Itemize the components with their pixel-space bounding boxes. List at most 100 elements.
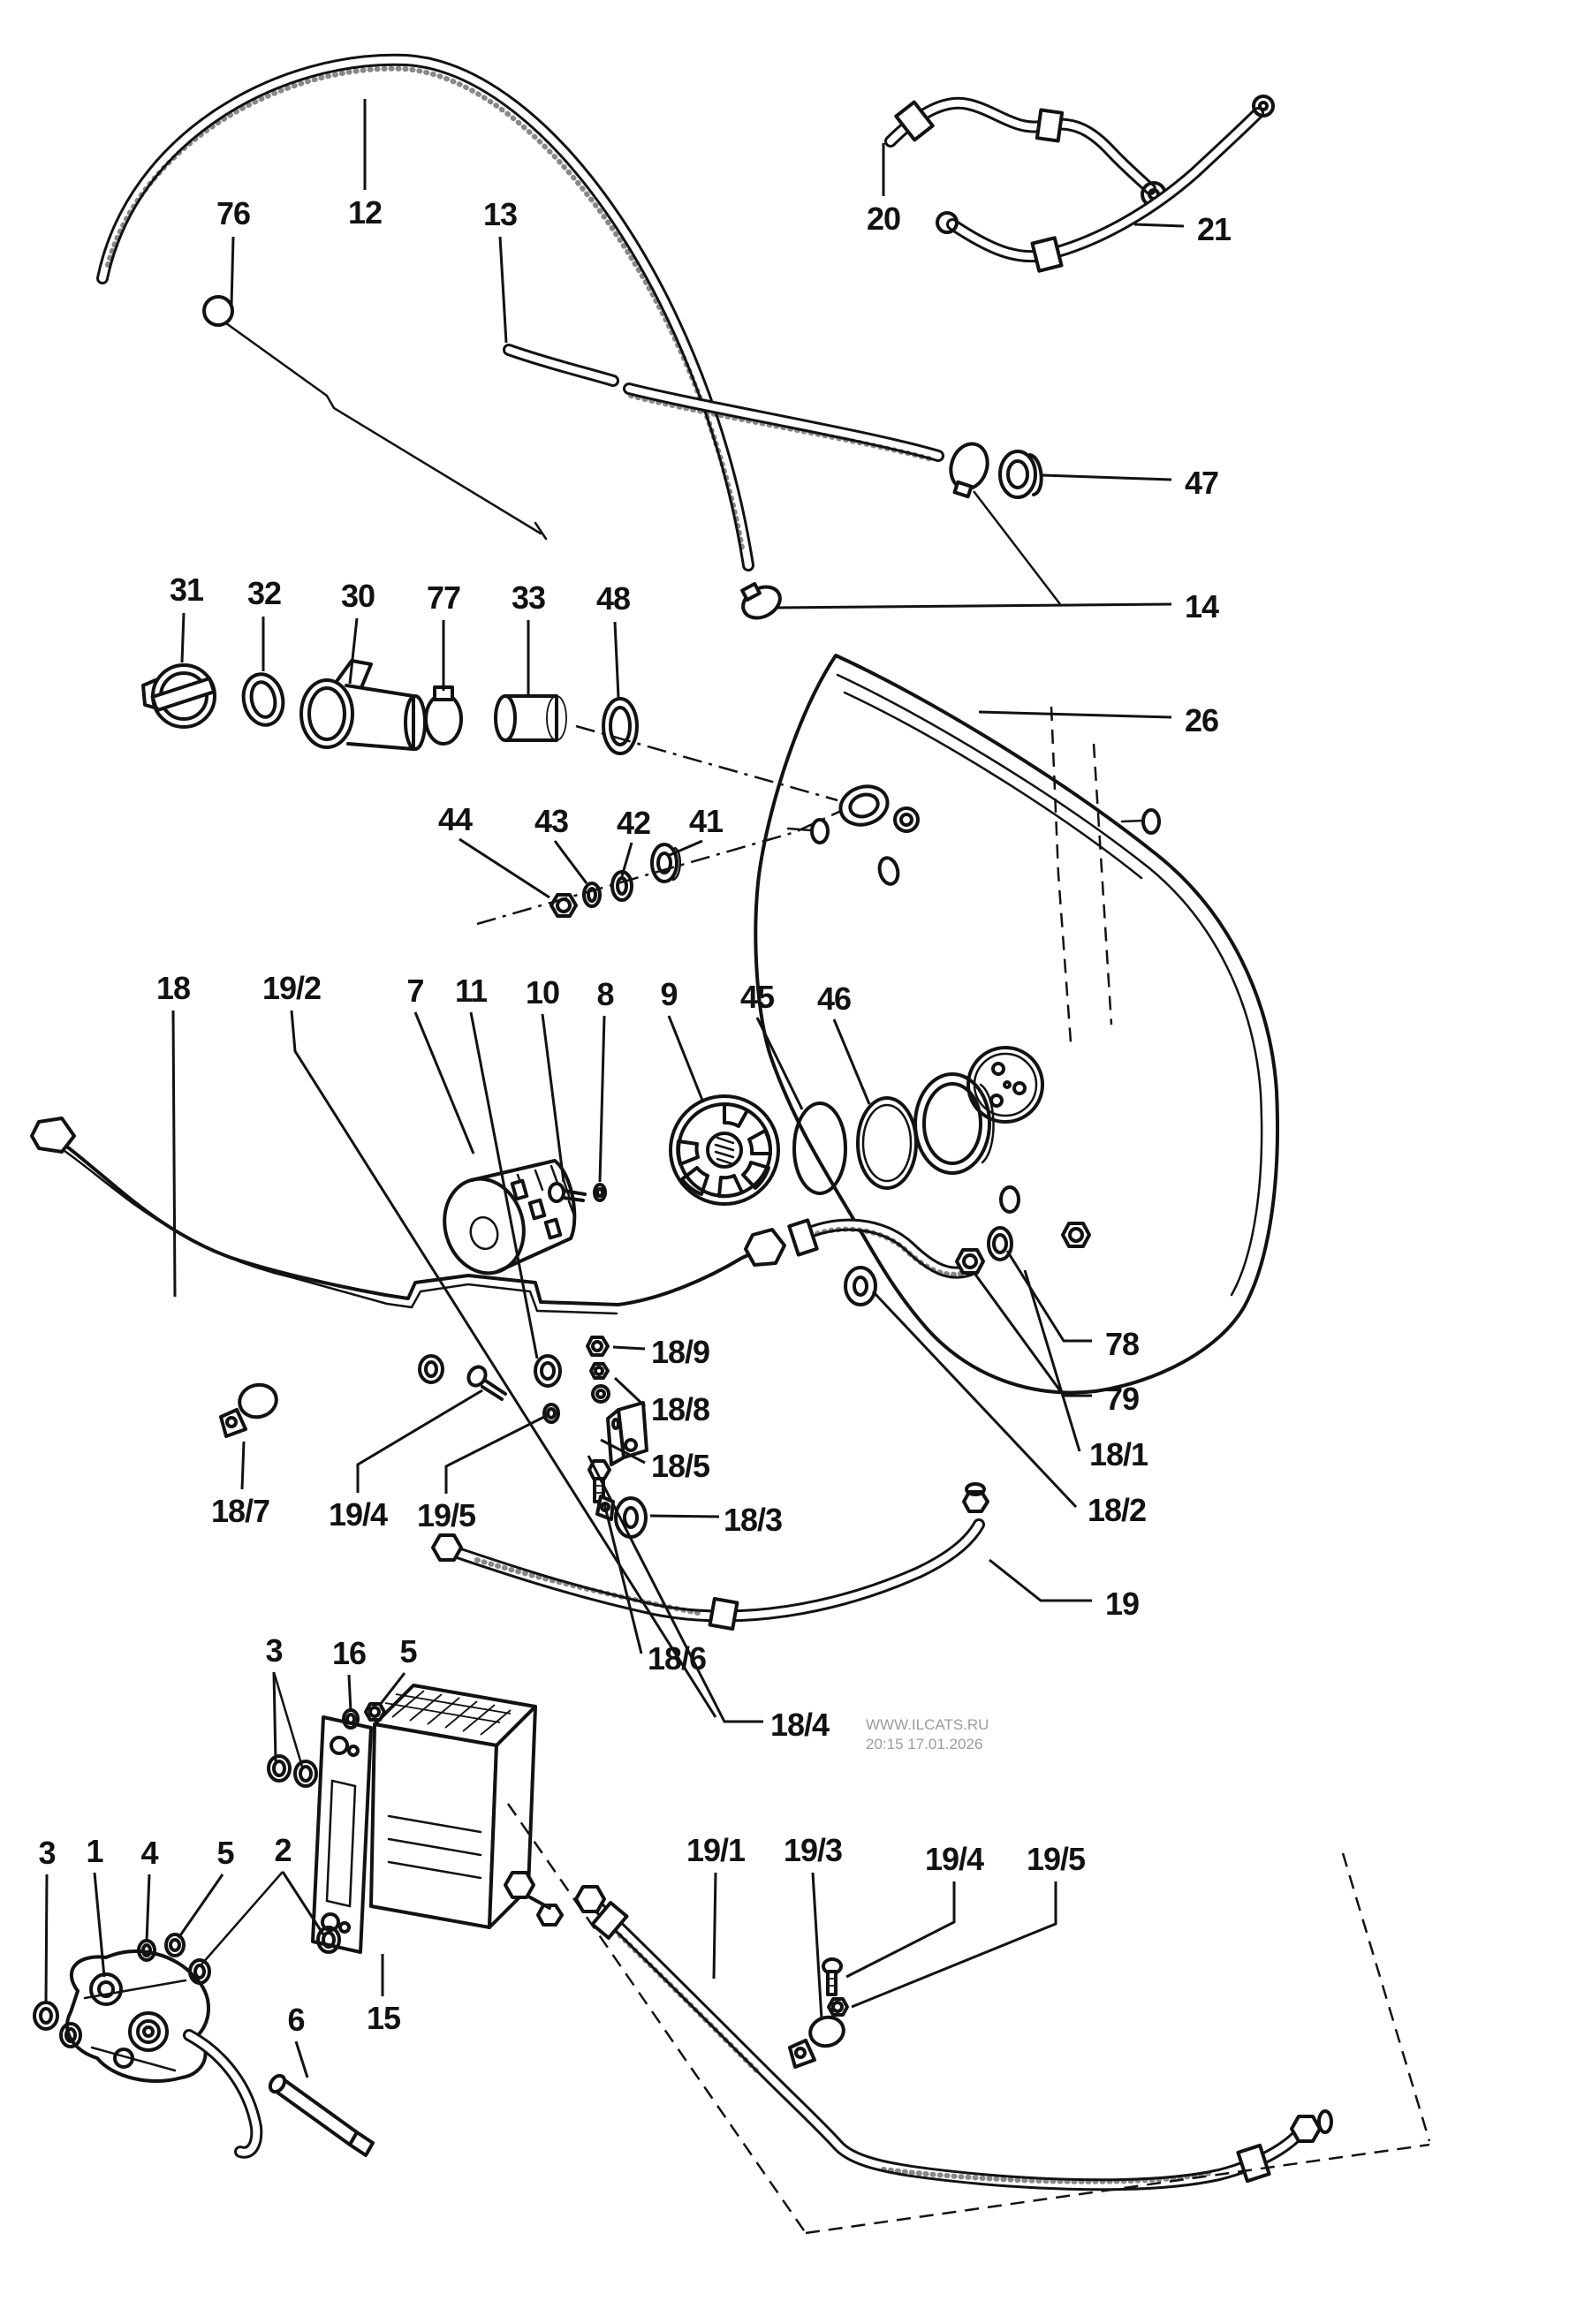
part-bolt-19-4 — [822, 1957, 843, 1996]
leader-line-16 — [347, 1674, 352, 1713]
leader-line-44 — [459, 837, 550, 899]
part-label-18-2: 18/2 — [1088, 1492, 1146, 1528]
part-filter-element-9 — [669, 1094, 780, 1206]
part-dipstick-76 — [202, 295, 548, 541]
leader-line-19 — [989, 1558, 1092, 1602]
part-nut-19-5 — [827, 1997, 849, 2017]
part-clamp-14b — [949, 442, 989, 499]
part-hose-19-1 — [574, 1885, 1333, 2192]
part-label-76: 76 — [216, 195, 250, 231]
part-oil-tank-26 — [754, 654, 1279, 1395]
part-sleeve-33 — [494, 694, 567, 742]
leader-line-42 — [620, 842, 633, 877]
part-label-77: 77 — [427, 579, 460, 616]
part-label-1: 1 — [86, 1833, 103, 1869]
part-grommet-18-3 — [595, 1495, 648, 1539]
part-label-18-5: 18/5 — [651, 1448, 710, 1484]
part-seal-5-bottom — [164, 1933, 186, 1957]
part-label-31: 31 — [170, 572, 204, 608]
part-label-18-3: 18/3 — [724, 1502, 782, 1538]
part-label-79: 79 — [1105, 1381, 1139, 1417]
construction-line — [575, 724, 838, 802]
part-label-3: 3 — [38, 1835, 55, 1871]
leader-line-11 — [469, 1011, 539, 1359]
part-label-9: 9 — [660, 976, 677, 1012]
part-label-19-4: 19/4 — [925, 1841, 984, 1877]
part-nut-5-top — [364, 1702, 386, 1722]
part-label-19-4: 19/4 — [329, 1496, 388, 1533]
part-label-47: 47 — [1185, 465, 1218, 501]
part-ring-46 — [856, 1096, 918, 1190]
leader-line-18 — [171, 1010, 177, 1298]
part-pipe-21 — [936, 95, 1275, 273]
leader-line-18-3 — [649, 1514, 720, 1518]
watermark-timestamp: 20:15 17.01.2026 — [866, 1736, 982, 1752]
leader-line-19-5 — [444, 1413, 549, 1494]
part-label-19-5: 19/5 — [1027, 1841, 1086, 1877]
part-washer-8 — [593, 1183, 607, 1202]
part-washer-41 — [650, 843, 681, 883]
leader-line-8 — [598, 1015, 606, 1183]
part-grommet-center — [844, 1266, 877, 1306]
part-label-6: 6 — [287, 2002, 304, 2038]
part-seal-2b — [316, 1926, 341, 1954]
leader-line-31 — [180, 612, 186, 663]
part-stud-left — [786, 818, 830, 844]
leader-line-9 — [667, 1015, 705, 1103]
part-label-18-7: 18/7 — [211, 1493, 269, 1529]
part-label-18-9: 18/9 — [651, 1334, 709, 1370]
part-label-19-2: 19/2 — [262, 970, 321, 1006]
leader-line-14 — [775, 602, 1172, 609]
leader-line-18-5 — [600, 1438, 646, 1465]
part-stud-right — [1120, 808, 1161, 835]
part-cooler-gasket — [311, 1715, 373, 1954]
watermark: WWW.ILCATS.RU 20:15 17.01.2026 — [866, 1716, 989, 1752]
part-filler-neck-30 — [299, 659, 427, 751]
leader-line-26 — [978, 710, 1172, 719]
leader-line-10 — [541, 1013, 565, 1183]
part-nut-18-9 — [586, 1336, 610, 1357]
part-seal-2a — [188, 1958, 211, 1985]
part-label-4: 4 — [140, 1835, 158, 1871]
part-washer-43 — [582, 882, 602, 908]
part-label-18: 18 — [156, 970, 190, 1006]
construction-line — [272, 1671, 304, 1768]
part-pipe-6 — [268, 2073, 375, 2157]
leader-line-18-2 — [871, 1290, 1078, 1509]
part-label-44: 44 — [438, 801, 473, 837]
leader-line-18-4 — [587, 1455, 763, 1723]
construction-lines — [201, 490, 1431, 2235]
leader-line-19-4 — [845, 1881, 956, 1979]
part-hose-19 — [431, 1482, 989, 1631]
part-hose-12 — [96, 53, 754, 572]
leader-line-19-4 — [356, 1389, 483, 1493]
leader-line-41 — [669, 839, 703, 857]
part-oring-45 — [792, 1101, 847, 1195]
part-seal-32 — [241, 672, 285, 727]
part-label-46: 46 — [817, 980, 851, 1017]
part-label-16: 16 — [332, 1635, 366, 1671]
part-label-19-5: 19/5 — [417, 1497, 476, 1533]
leader-line-4 — [145, 1874, 151, 1942]
leader-line-76 — [230, 236, 235, 306]
part-washer-18-8 — [591, 1384, 610, 1404]
part-label-33: 33 — [512, 579, 545, 616]
part-tank-neck — [913, 1072, 995, 1175]
watermark-site: WWW.ILCATS.RU — [866, 1716, 989, 1733]
leader-line-6 — [294, 2040, 309, 2078]
part-label-48: 48 — [596, 580, 630, 617]
part-label-20: 20 — [867, 201, 900, 237]
part-label-41: 41 — [689, 803, 724, 839]
leader-line-43 — [553, 840, 588, 884]
part-clamp-77 — [424, 685, 463, 746]
part-bracket-18-5 — [606, 1401, 648, 1466]
part-label-32: 32 — [247, 575, 281, 611]
part-pipe-20 — [884, 96, 1167, 208]
construction-line — [805, 2143, 1430, 2235]
part-label-42: 42 — [617, 805, 650, 841]
part-eyelet — [418, 1354, 444, 1384]
construction-line — [1341, 1852, 1431, 2142]
